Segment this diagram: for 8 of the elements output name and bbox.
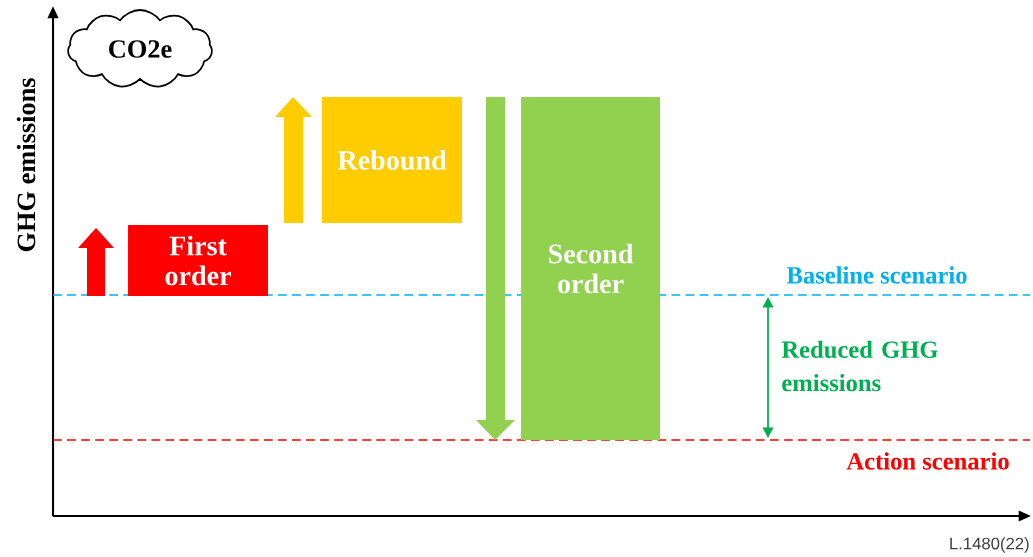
effect-box: Second order	[521, 97, 660, 440]
reduction-label: Reduced GHG emissions	[781, 340, 938, 392]
scenario-label: Baseline scenario	[786, 266, 967, 284]
effect-box: First order	[128, 225, 268, 296]
figure-number: L.1480(22)	[950, 537, 1029, 553]
scenario-label: Action scenario	[846, 452, 1009, 470]
effect-box: Rebound	[322, 97, 462, 223]
axis-title: GHG emissions	[16, 78, 36, 252]
